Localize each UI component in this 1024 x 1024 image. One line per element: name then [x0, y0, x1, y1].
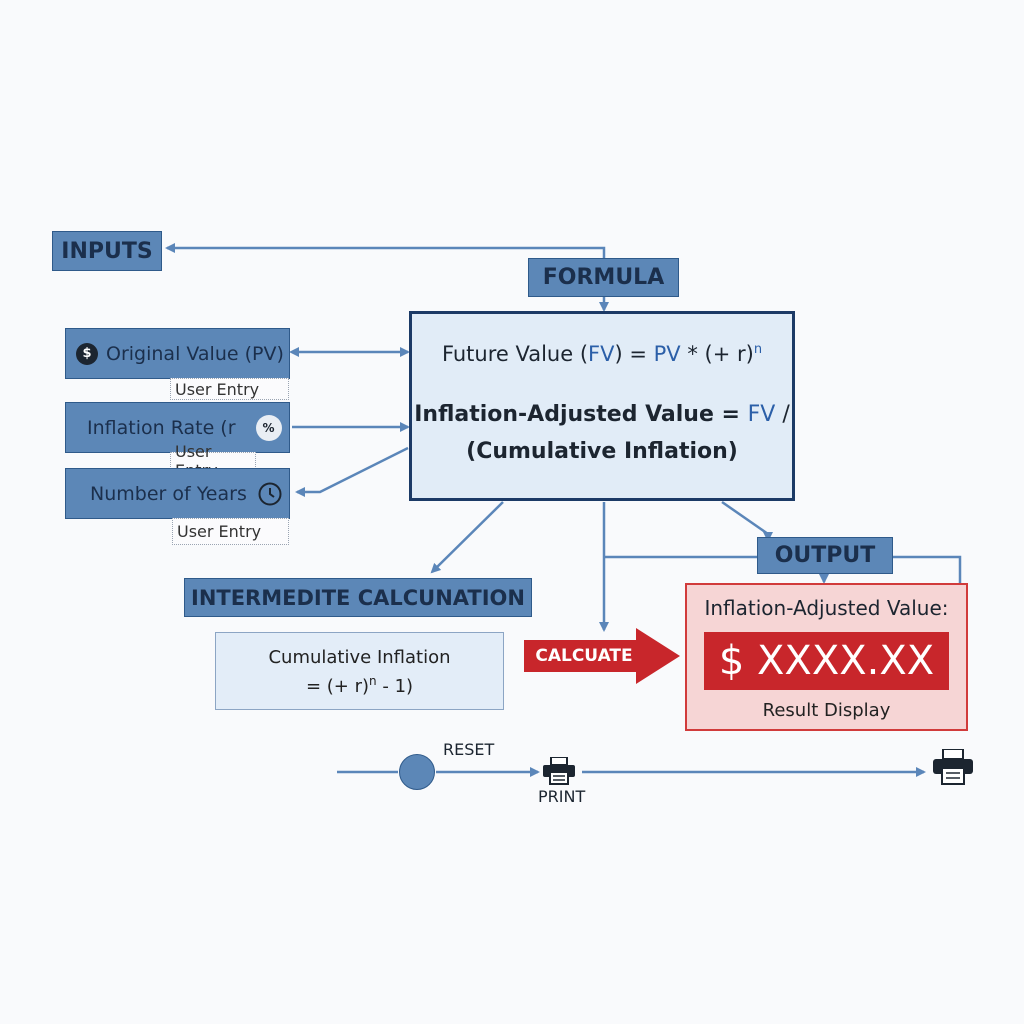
print-icon[interactable] [543, 756, 575, 789]
cumulative-inflation-label: Cumulative Inflation [268, 647, 451, 668]
output-header: OUTPUT [757, 537, 893, 574]
formula-header: FORMULA [528, 258, 679, 297]
future-value-formula: Future Value (FV) = PV * (+ r)n [441, 342, 763, 366]
inflation-rate-input[interactable]: Inflation Rate (r % [65, 402, 290, 453]
intermediate-header: INTERMEDITE CALCUNATION [184, 578, 532, 617]
reset-button[interactable] [399, 754, 435, 790]
connector-formula-to-inputs [165, 243, 606, 260]
output-print-icon[interactable] [933, 748, 973, 789]
cumulative-inflation-formula: (Cumulative Inflation) [466, 439, 738, 464]
result-value: $ XXXX.XX [704, 632, 949, 690]
cumulative-inflation-expression: = (+ r)n - 1) [305, 674, 414, 697]
inputs-header: INPUTS [52, 231, 162, 271]
original-value-input[interactable]: $ Original Value (PV) [65, 328, 290, 379]
calculate-arrow[interactable] [524, 628, 680, 684]
inflation-adjusted-formula: Inflation-Adjusted Value = FV / [414, 402, 790, 427]
connector-formula-to-output [721, 500, 773, 542]
original-value-user-entry[interactable]: User Entry [170, 378, 289, 400]
number-of-years-label: Number of Years [90, 482, 247, 505]
number-of-years-user-entry[interactable]: User Entry [172, 518, 289, 545]
formula-box: Future Value (FV) = PV * (+ r)n Inflatio… [409, 311, 795, 501]
calculate-button[interactable]: CALCUATE [535, 646, 633, 666]
percent-icon: % [255, 414, 282, 441]
print-label: PRINT [538, 787, 586, 806]
reset-label: RESET [443, 740, 495, 759]
inflation-rate-label: Inflation Rate (r [87, 416, 236, 439]
number-of-years-input[interactable]: Number of Years [65, 468, 290, 519]
output-box: Inflation-Adjusted Value: $ XXXX.XX Resu… [685, 583, 968, 731]
result-display-caption: Result Display [762, 700, 891, 721]
dollar-icon: $ [76, 342, 98, 365]
intermediate-box: Cumulative Inflation = (+ r)n - 1) [215, 632, 504, 710]
original-value-label: Original Value (PV) [106, 342, 284, 365]
connector-formula-to-intermediate [430, 501, 504, 574]
clock-icon [257, 481, 283, 507]
connector-output-right [893, 555, 962, 583]
output-title: Inflation-Adjusted Value: [704, 596, 949, 620]
connector-number-of-years [295, 446, 409, 497]
inflation-rate-user-entry[interactable]: User Entry [170, 442, 256, 480]
